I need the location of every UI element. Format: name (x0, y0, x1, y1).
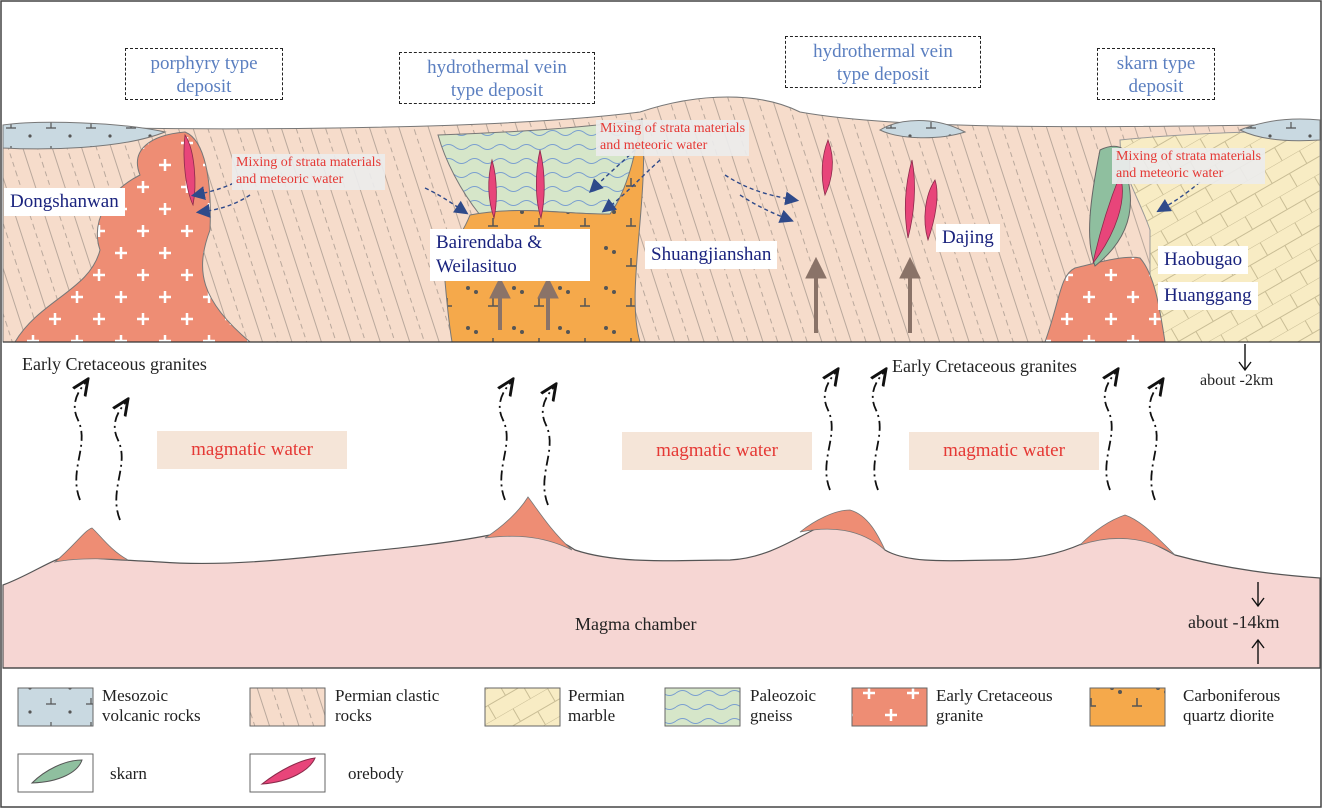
mixing-label-center: Mixing of strata materials and meteoric … (596, 120, 750, 156)
deposit-type-vein-2-line2: type deposit (836, 63, 930, 85)
magmatic-water-arrow-4 (543, 387, 554, 506)
legend-swatch-diorite (1089, 687, 1166, 727)
legend-label-marble-line2: marble (568, 706, 616, 726)
mixing-flow-arrows (190, 144, 1201, 223)
mix-arrow-6 (724, 174, 800, 206)
orebody-bairendaba-1 (488, 158, 497, 220)
orebody-dajing-2 (924, 179, 938, 242)
early-cretaceous-granites-left: Early Cretaceous granites (22, 354, 207, 374)
orebody-shuangjianshan (821, 138, 833, 197)
place-bairendaba: Bairendaba & Weilasituo (430, 229, 590, 281)
mixing-label-left-line1: Mixing of strata materials (236, 155, 382, 170)
orebody-skarn (1092, 173, 1123, 264)
mix-arrow-8 (1156, 181, 1201, 213)
legend-label-marble-line1: Permian (568, 686, 625, 705)
deposit-type-vein-2: hydrothermal vein type deposit (785, 36, 981, 88)
mixing-label-left: Mixing of strata materials and meteoric … (232, 154, 386, 190)
deposit-type-vein-1-line2: type deposit (450, 79, 544, 101)
orebody-dajing-1 (904, 159, 915, 239)
deposit-type-porphyry-line2: deposit (176, 75, 232, 97)
legend-label-granite-line1: Early Cretaceous (936, 686, 1053, 705)
magmatic-water-arrow-7 (1105, 372, 1116, 491)
magma-chamber (2, 523, 1321, 669)
legend-label-granite-line2: granite (936, 706, 984, 726)
volcanic-cap-mid (878, 120, 967, 139)
magmatic-water-arrow-1 (75, 382, 86, 501)
mixing-label-center-line1: Mixing of strata materials (600, 121, 746, 136)
mixing-label-right: Mixing of strata materials and meteoric … (1112, 148, 1266, 184)
magmatic-water-label-2: magmatic water (622, 432, 812, 470)
legend-label-volcanic-line1: Mesozoic (102, 686, 169, 705)
legend-swatches (17, 687, 1166, 793)
legend-label-clastic-line2: rocks (335, 706, 372, 726)
legend-label-gneiss-line1: Paleozoic (750, 686, 817, 705)
legend-swatch-orebody (260, 757, 316, 785)
legend-label-granite: Early Cretaceous granite (936, 686, 1053, 727)
legend-label-diorite-line2: quartz diorite (1183, 706, 1275, 726)
orebody-bairendaba-2 (535, 149, 545, 220)
mixing-label-center-line2: and meteoric water (600, 137, 708, 153)
place-huanggang: Huanggang (1158, 282, 1258, 310)
place-bairendaba-line2: Weilasituo (436, 255, 517, 277)
volcanic-cap-left (2, 121, 167, 150)
legend-label-volcanic: Mesozoic volcanic rocks (102, 686, 201, 727)
legend-label-orebody: orebody (348, 764, 404, 783)
place-bairendaba-line1: Bairendaba & (436, 232, 543, 253)
deposit-type-skarn-line2: deposit (1128, 75, 1184, 97)
mixing-label-right-line1: Mixing of strata materials (1116, 149, 1262, 164)
mix-arrow-4 (589, 144, 641, 193)
deposit-type-vein-1: hydrothermal vein type deposit (399, 52, 595, 104)
magmatic-water-arrow-8 (1150, 382, 1161, 501)
depth-label-2km: about -2km (1200, 372, 1274, 389)
magmatic-water-label-3: magmatic water (909, 432, 1099, 470)
legend-label-clastic: Permian clastic rocks (335, 686, 439, 727)
depth-marker-2km (1238, 344, 1252, 372)
mix-arrow-3 (424, 187, 469, 215)
legend-label-diorite: Carboniferous quartz diorite (1183, 686, 1280, 727)
magmatic-water-label-1: magmatic water (157, 431, 347, 469)
mixing-label-right-line2: and meteoric water (1116, 165, 1224, 181)
legend-label-gneiss-line2: gneiss (750, 706, 793, 726)
place-dongshanwan: Dongshanwan (4, 188, 125, 216)
volcanic-cap-right (1238, 118, 1321, 142)
depth-marker-14km (1251, 582, 1265, 664)
legend-label-skarn: skarn (110, 764, 147, 783)
mixing-label-left-line2: and meteoric water (236, 171, 344, 187)
legend-swatch-marble (484, 687, 561, 727)
magmatic-water-arrow-5 (825, 372, 836, 491)
legend-swatch-gneiss (664, 687, 741, 727)
legend-swatch-clastic (249, 687, 326, 727)
deposit-type-vein-1-line1: hydrothermal vein (427, 57, 567, 78)
place-shuangjianshan: Shuangjianshan (645, 241, 778, 269)
deposit-type-vein-2-line1: hydrothermal vein (813, 41, 953, 62)
legend-label-marble: Permian marble (568, 686, 625, 727)
granite-cupolas (53, 496, 1176, 563)
magmatic-water-arrow-6 (873, 372, 884, 491)
place-dajing: Dajing (936, 224, 1000, 252)
depth-label-14km: about -14km (1188, 612, 1280, 632)
magmatic-water-arrow-2 (115, 402, 126, 521)
legend-swatch-volcanic (17, 687, 94, 727)
legend-label-clastic-line1: Permian clastic (335, 686, 440, 705)
magmatic-water-arrow-3 (500, 382, 511, 501)
deposit-type-skarn: skarn type deposit (1097, 48, 1215, 100)
legend-swatch-skarn (30, 759, 83, 784)
mix-arrow-7 (739, 194, 794, 223)
deposit-type-porphyry-line1: porphyry type (150, 53, 258, 74)
legend-label-diorite-line1: Carboniferous (1183, 686, 1281, 705)
upward-arrows (489, 256, 921, 333)
orebodies (183, 133, 1123, 264)
mix-arrow-5 (601, 159, 661, 213)
legend-swatch-granite (851, 687, 928, 727)
mix-arrow-1 (190, 179, 241, 200)
deposit-type-skarn-line1: skarn type (1116, 53, 1196, 74)
deposit-type-porphyry: porphyry type deposit (125, 48, 283, 100)
magmatic-water-arrows (75, 372, 1161, 521)
early-cretaceous-granites-right: Early Cretaceous granites (892, 356, 1077, 376)
magma-chamber-label: Magma chamber (575, 614, 697, 634)
legend-label-gneiss: Paleozoic gneiss (750, 686, 816, 727)
legend-label-volcanic-line2: volcanic rocks (102, 706, 201, 726)
place-haobugao: Haobugao (1158, 246, 1249, 274)
